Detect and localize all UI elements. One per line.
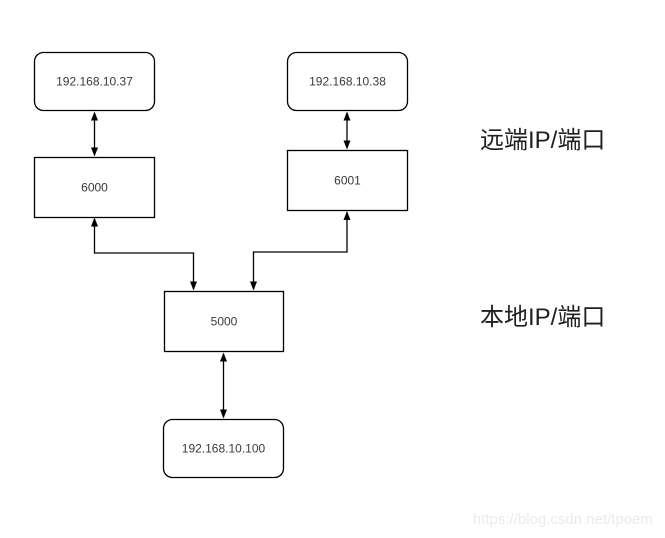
connector-port6001-port5000 [250, 211, 351, 291]
node-local-port-label: 5000 [211, 315, 238, 329]
node-local-ip: 192.168.10.100 [162, 418, 285, 479]
arrow-up-icon [343, 211, 351, 220]
connector-remoteip1-port6000 [91, 111, 98, 157]
arrow-down-icon [190, 281, 197, 291]
arrow-down-icon [91, 147, 98, 157]
arrow-up-icon [91, 217, 98, 227]
node-remote-ip-1-label: 192.168.10.37 [56, 75, 133, 89]
arrow-up-icon [220, 352, 227, 362]
node-remote-port-1-label: 6000 [81, 181, 108, 195]
remote-ip-port-annotation: 远端IP/端口 [480, 127, 606, 154]
local-ip-port-annotation: 本地IP/端口 [480, 304, 606, 331]
node-remote-port-2-label: 6001 [334, 174, 361, 188]
connector-port5000-localip [220, 352, 227, 419]
arrow-up-icon [91, 111, 98, 121]
arrow-down-icon [250, 281, 257, 291]
node-local-port: 5000 [163, 290, 285, 353]
node-remote-ip-1: 192.168.10.37 [33, 51, 156, 112]
connector-remoteip2-port6001 [343, 111, 351, 150]
arrow-down-icon [343, 140, 351, 150]
arrow-up-icon [343, 111, 351, 121]
node-local-ip-label: 192.168.10.100 [182, 442, 266, 456]
node-remote-ip-2: 192.168.10.38 [286, 51, 409, 112]
arrow-down-icon [220, 409, 227, 419]
watermark-text: https://blog.csdn.net/tpoem [472, 511, 653, 528]
node-remote-ip-2-label: 192.168.10.38 [309, 75, 386, 89]
connector-port6000-port5000 [91, 217, 197, 291]
node-remote-port-1: 6000 [33, 156, 156, 219]
node-remote-port-2: 6001 [286, 149, 409, 212]
